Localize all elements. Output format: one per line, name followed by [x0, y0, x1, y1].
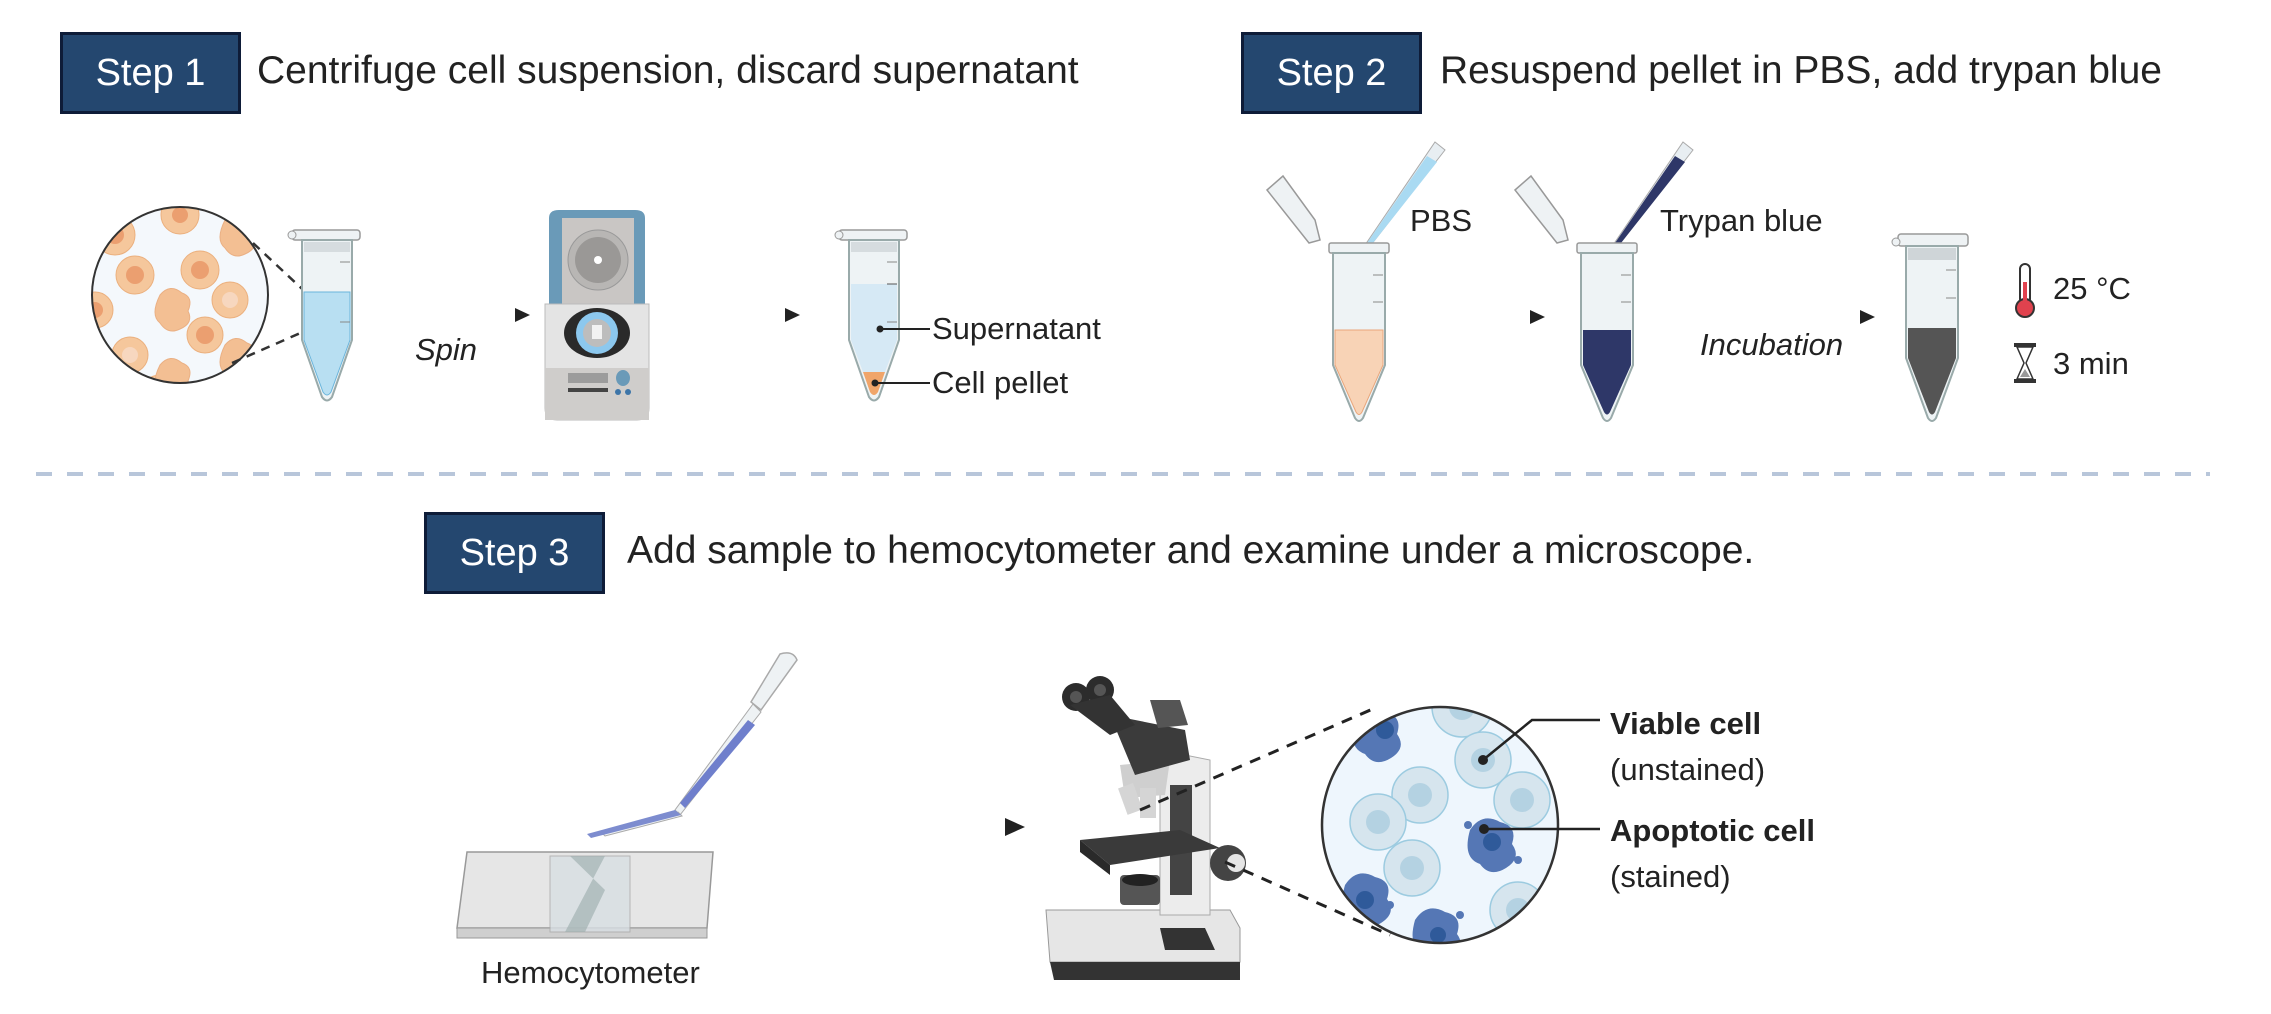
step-3-title: Add sample to hemocytometer and examine …: [627, 529, 1755, 572]
thermometer-icon: [2015, 263, 2035, 318]
temperature-label: 25 °C: [2053, 271, 2131, 306]
incubation-arrow: [1680, 310, 1875, 324]
apoptotic-cell-sublabel: (stained): [1610, 859, 1731, 894]
centrifuge-icon: [544, 210, 650, 421]
cell-pellet-label: Cell pellet: [932, 365, 1069, 400]
step-3-badge-label: Step 3: [459, 531, 570, 574]
pbs-label: PBS: [1410, 203, 1473, 238]
hemocytometer-icon: [456, 851, 714, 939]
apoptotic-cell-label: Apoptotic cell: [1610, 813, 1815, 848]
hourglass-icon: [2014, 343, 2036, 383]
step-3-badge: Step 3: [424, 512, 605, 594]
arrow-add-trypan: [1430, 310, 1545, 324]
step-2-badge: Step 2: [1241, 32, 1422, 114]
viable-cell-label: Viable cell: [1610, 706, 1762, 741]
tube-with-pellet-icon: [834, 229, 930, 402]
incubation-label: Incubation: [1700, 327, 1844, 362]
spin-label: Spin: [415, 332, 478, 367]
tube-trypan-blue-icon: [1513, 141, 1694, 422]
spin-arrow: [410, 308, 530, 322]
step-1-title: Centrifuge cell suspension, discard supe…: [257, 49, 1079, 92]
time-label: 3 min: [2053, 346, 2129, 381]
hemocytometer-label: Hemocytometer: [481, 955, 700, 990]
step-1-badge: Step 1: [60, 32, 241, 114]
viable-cell-sublabel: (unstained): [1610, 752, 1766, 787]
tube-incubated-icon: [1891, 233, 1969, 422]
tube-pbs-icon: [1265, 141, 1446, 422]
step-2-title: Resuspend pellet in PBS, add trypan blue: [1440, 49, 2162, 92]
tube-with-suspension-icon: [287, 229, 361, 402]
trypan-blue-label: Trypan blue: [1660, 203, 1823, 238]
arrow-to-microscope: [735, 818, 1025, 836]
step-2-badge-label: Step 2: [1276, 51, 1387, 94]
microscope-icon: [1045, 676, 1246, 980]
step-1-badge-label: Step 1: [95, 51, 206, 94]
pipette-icon: [587, 652, 798, 838]
arrow-to-pellet: [680, 308, 800, 322]
supernatant-label: Supernatant: [932, 311, 1101, 346]
